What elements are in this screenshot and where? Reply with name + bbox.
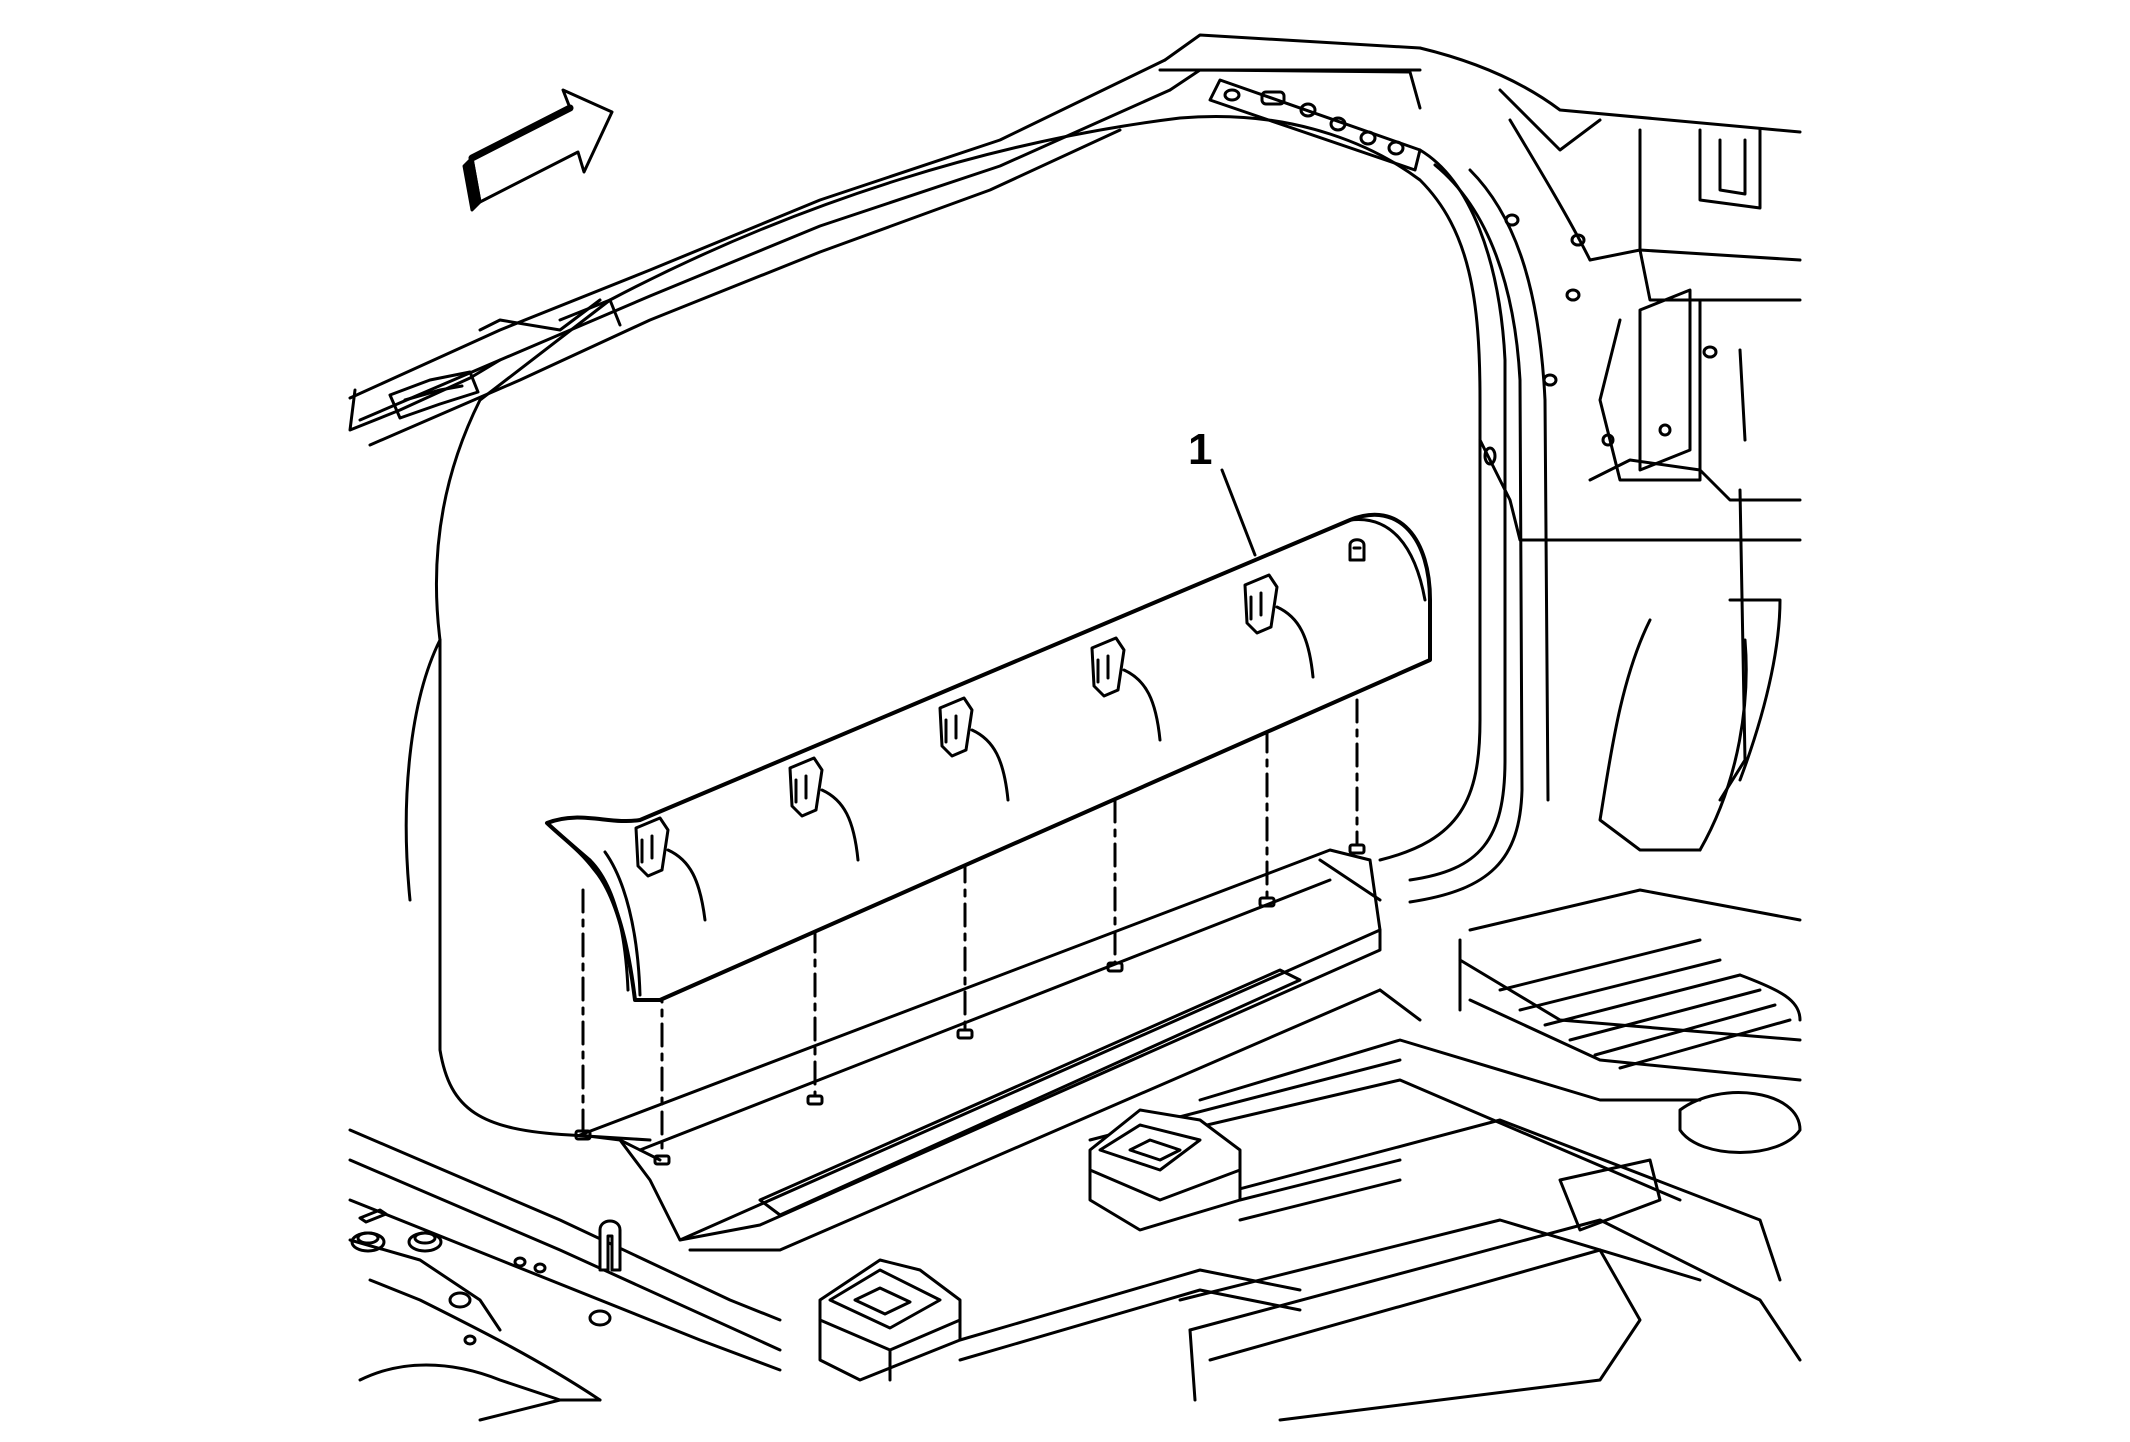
retaining-clip bbox=[788, 756, 860, 862]
retaining-clip bbox=[1090, 636, 1162, 742]
floor-bolster-front bbox=[818, 1258, 962, 1382]
locator-pin bbox=[1348, 538, 1366, 562]
floor-pan bbox=[1088, 888, 1802, 1422]
callout-label-1: 1 bbox=[1188, 425, 1213, 474]
pillar-mounting-holes bbox=[1208, 78, 1422, 172]
retaining-clip bbox=[634, 816, 707, 922]
floor-bolster-rear bbox=[1088, 1108, 1242, 1232]
installation-guide-lines bbox=[581, 698, 1359, 1158]
retaining-clip bbox=[938, 696, 1010, 802]
sill-trim-panel bbox=[545, 512, 1432, 1002]
b-pillar bbox=[1418, 46, 1802, 852]
retaining-clip bbox=[1243, 573, 1315, 679]
forward-arrow-icon bbox=[462, 88, 614, 212]
roof-rail bbox=[348, 33, 1422, 447]
front-floor-area bbox=[348, 1128, 782, 1422]
rocker-sill bbox=[578, 848, 1422, 1252]
sill-clip-holes bbox=[574, 843, 1366, 1166]
retaining-clips bbox=[634, 538, 1366, 922]
door-opening bbox=[404, 115, 1550, 1142]
floor-ridges bbox=[958, 1158, 1402, 1362]
callout-leader-line bbox=[1220, 468, 1257, 557]
